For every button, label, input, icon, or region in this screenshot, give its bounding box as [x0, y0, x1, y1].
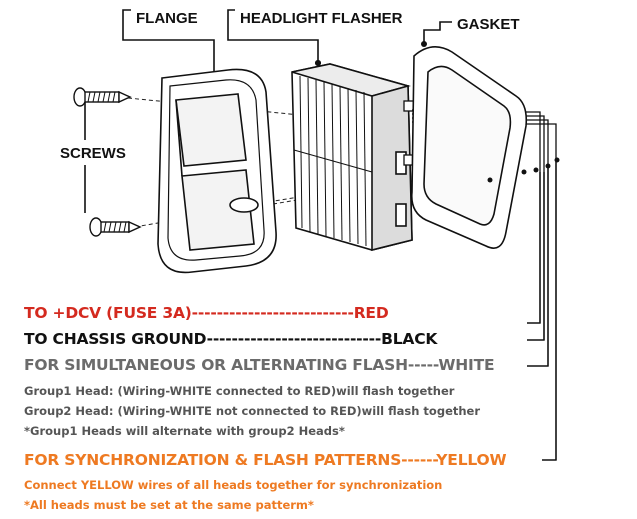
wire-end-dots [487, 157, 560, 183]
wire-red-line: TO +DCV (FUSE 3A)-----------------------… [24, 304, 389, 322]
flange-part [157, 68, 277, 274]
gasket-label: GASKET [457, 16, 520, 33]
flange-leader [122, 9, 215, 75]
headlight-flasher-part [291, 63, 413, 252]
wire-white-line: FOR SIMULTANEOUS OR ALTERNATING FLASH---… [24, 356, 495, 374]
flasher-dots [315, 60, 321, 66]
flange-label: FLANGE [136, 10, 198, 27]
gasket-leader [423, 21, 452, 44]
alternate-note: *Group1 Heads will alternate with group2… [24, 424, 345, 438]
gasket-part [410, 46, 528, 249]
flasher-leader [227, 9, 319, 63]
sync-note: Connect YELLOW wires of all heads togeth… [24, 478, 443, 492]
group2-note: Group2 Head: (Wiring-WHITE not connected… [24, 404, 481, 418]
screw-top [73, 87, 132, 107]
headlight-flasher-label: HEADLIGHT FLASHER [240, 10, 403, 27]
screw-bottom [89, 217, 142, 237]
wire-yellow-line: FOR SYNCHRONIZATION & FLASH PATTERNS----… [24, 451, 507, 469]
callout-leaders [84, 9, 452, 213]
pattern-note: *All heads must be set at the same patte… [24, 498, 314, 512]
legend-leaders [527, 162, 557, 461]
group1-note: Group1 Head: (Wiring-WHITE connected to … [24, 384, 455, 398]
wire-black-line: TO CHASSIS GROUND-----------------------… [24, 330, 438, 348]
screws-label: SCREWS [60, 145, 126, 162]
